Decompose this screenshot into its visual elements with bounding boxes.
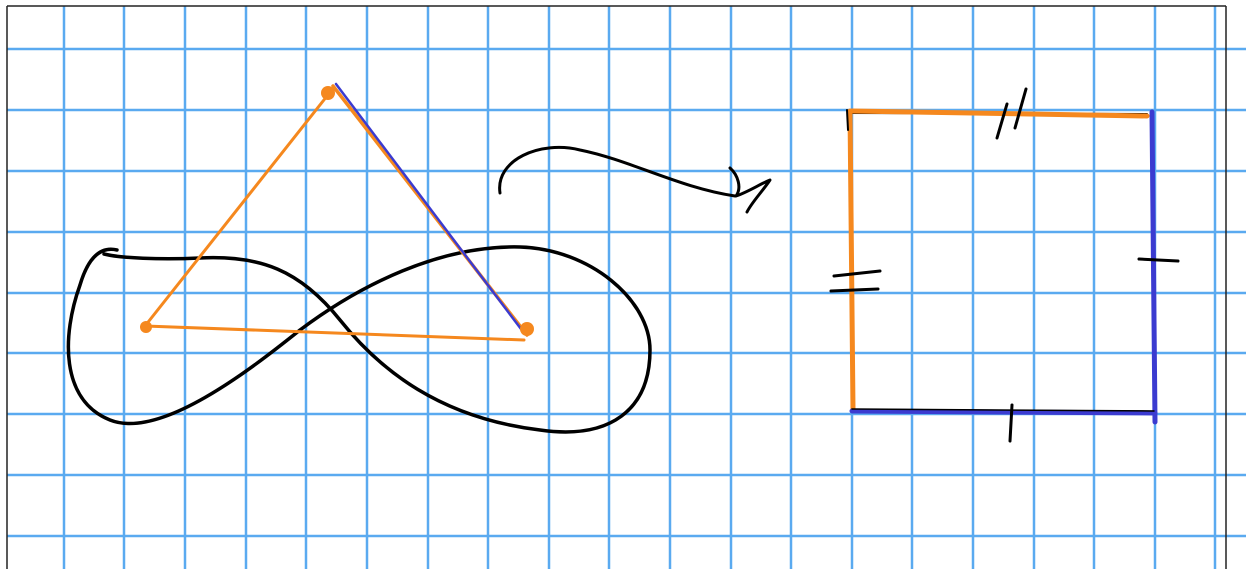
figure-eight-curve [66, 245, 652, 434]
square-top-edge [849, 108, 1150, 119]
page-frame [6, 5, 1227, 569]
vertex-dot-right [520, 322, 534, 336]
tick-left-1 [832, 269, 882, 278]
square-right-edge [1149, 109, 1158, 425]
tick-top-1 [995, 102, 1009, 140]
arrow-shaft [498, 145, 737, 198]
square-left-edge [847, 108, 856, 413]
square-left-edge-ink [846, 109, 849, 131]
triangle [140, 82, 534, 342]
transform-arrow [498, 145, 772, 214]
vertex-dot-left [140, 321, 152, 333]
triangle-left-side [143, 89, 333, 328]
tick-top-2 [1013, 87, 1028, 130]
tick-right [1137, 257, 1180, 263]
square-bottom-edge [849, 408, 1158, 416]
vertex-dot-top [321, 86, 335, 100]
arrow-head [728, 166, 772, 214]
square [829, 87, 1180, 443]
tick-bottom [1008, 403, 1014, 443]
grid-lines [7, 6, 1246, 569]
tick-left-2 [829, 287, 880, 293]
triangle-right-side-blue [334, 82, 523, 331]
square-bottom-edge-ink [851, 408, 1155, 412]
triangle-bottom-side [143, 324, 526, 342]
